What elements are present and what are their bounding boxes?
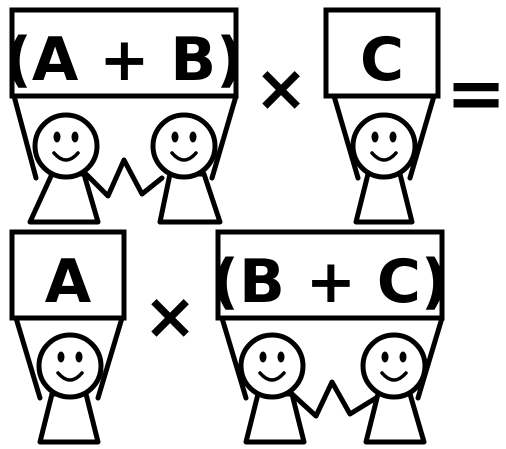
- sign-label: A: [45, 247, 92, 317]
- sign-board: [323, 7, 441, 99]
- left-eye-icon: [259, 351, 267, 363]
- arm-left: [219, 315, 249, 401]
- figure-body: [37, 391, 101, 445]
- sign-board: [9, 7, 239, 99]
- figure-body: [157, 171, 223, 225]
- figure-body: [27, 171, 101, 225]
- arm-left: [13, 315, 43, 401]
- sign-label: (A + B): [4, 25, 243, 95]
- arm-left: [11, 93, 39, 181]
- right-eye-icon: [399, 351, 407, 363]
- sign-group-b-plus-c: (B + C): [212, 229, 449, 401]
- left-eye-icon: [53, 131, 61, 143]
- figure-head: [36, 332, 104, 400]
- left-eye-icon: [171, 131, 179, 143]
- linked-arms: [83, 157, 165, 199]
- right-eye-icon: [75, 351, 83, 363]
- arm-left: [331, 93, 361, 181]
- stick-figure: [360, 332, 428, 445]
- right-eye-icon: [389, 131, 397, 143]
- right-eye-icon: [277, 351, 285, 363]
- figure-body: [243, 391, 307, 445]
- figure-body: [353, 171, 415, 225]
- multiply-sign: ×: [254, 52, 308, 126]
- arm-right: [415, 315, 445, 401]
- stick-figure: [238, 332, 307, 445]
- smile-icon: [258, 371, 286, 382]
- sign-a: A: [9, 229, 127, 401]
- sign-label: C: [360, 25, 404, 95]
- smile-icon: [56, 371, 84, 382]
- figure-head: [32, 112, 100, 180]
- figure-head: [350, 112, 418, 180]
- sign-group-a-plus-b: (A + B): [4, 7, 244, 181]
- right-eye-icon: [71, 131, 79, 143]
- left-eye-icon: [381, 351, 389, 363]
- left-eye-icon: [57, 351, 65, 363]
- figure-head: [150, 112, 218, 180]
- left-eye-icon: [371, 131, 379, 143]
- sign-label: (B + C): [212, 247, 449, 317]
- arm-right: [407, 93, 437, 181]
- right-eye-icon: [189, 131, 197, 143]
- arm-right: [95, 315, 125, 401]
- stick-figure: [150, 112, 223, 225]
- figure-head: [238, 332, 306, 400]
- sign-board: [9, 229, 127, 321]
- smile-icon: [380, 371, 408, 382]
- sign-board: [215, 229, 445, 321]
- figure-head: [360, 332, 428, 400]
- stick-figure: [350, 112, 418, 225]
- stick-figure: [27, 112, 101, 225]
- smile-icon: [370, 151, 398, 162]
- equals-sign: =: [446, 51, 506, 135]
- smile-icon: [170, 151, 198, 162]
- arm-right: [209, 93, 239, 181]
- sign-c: C: [323, 7, 441, 181]
- smile-icon: [52, 151, 80, 162]
- linked-arms: [289, 379, 379, 419]
- stick-figure: [36, 332, 104, 445]
- multiply-sign: ×: [143, 280, 197, 354]
